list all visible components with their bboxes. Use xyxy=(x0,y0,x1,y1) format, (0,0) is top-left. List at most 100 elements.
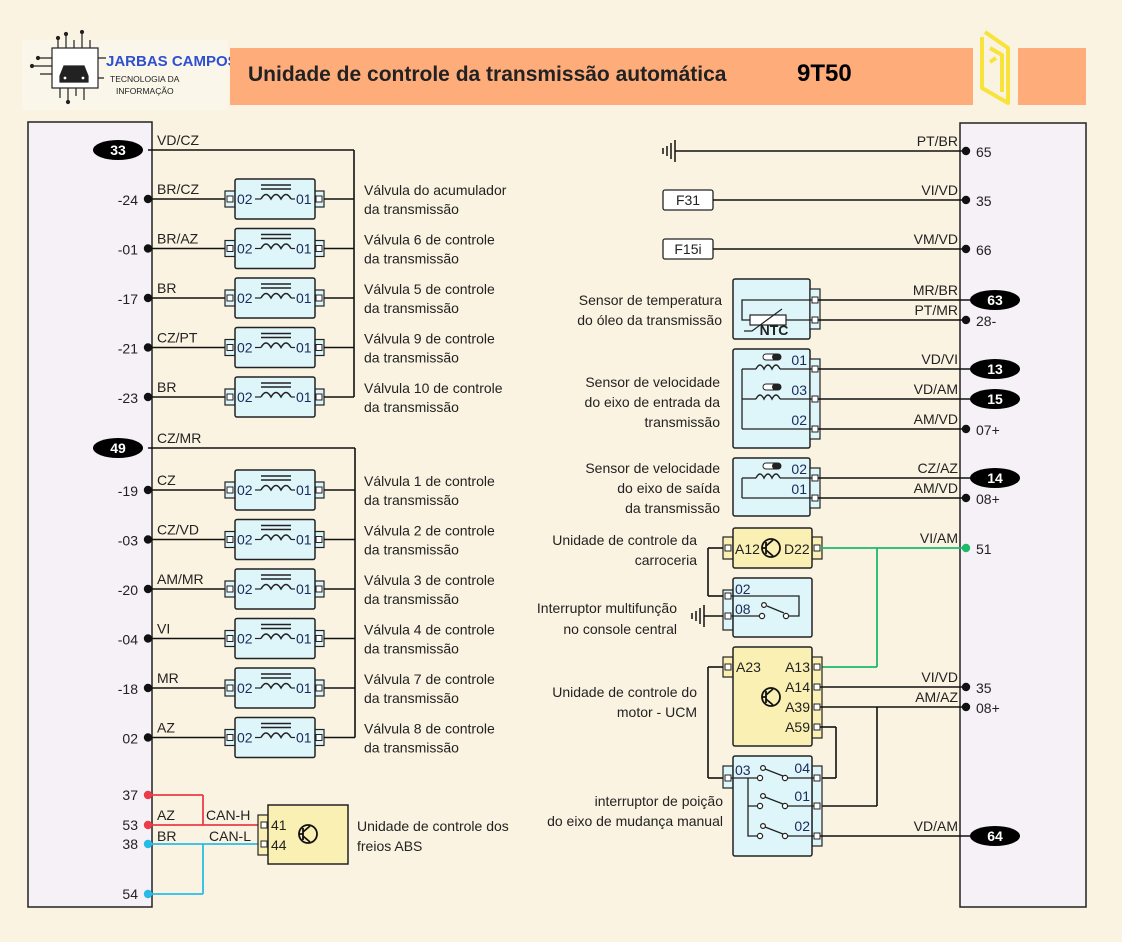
switch-lever-icon xyxy=(766,605,785,614)
core-lines xyxy=(261,382,291,388)
pin-square xyxy=(724,663,732,671)
ucm-pin-a23: A23 xyxy=(736,659,761,675)
connector-tab xyxy=(809,288,821,330)
abs-label: Unidade de controle dos xyxy=(357,818,509,834)
abs-pin-44: 44 xyxy=(271,837,287,853)
valve-label-2: da transmissão xyxy=(364,399,459,415)
ecu-pin-number: 35 xyxy=(976,193,992,209)
supply-wire-label: CZ/MR xyxy=(157,430,201,446)
coil-icon xyxy=(260,484,292,492)
bcm-pin-a12: A12 xyxy=(735,541,760,557)
switch-pin-label: 02 xyxy=(794,818,810,834)
valve-label-2: da transmissão xyxy=(364,300,459,316)
switch-pin-label: 01 xyxy=(794,788,810,804)
wire-color-label: VI/AM xyxy=(920,530,958,546)
sensor-label: Sensor de velocidade xyxy=(585,374,720,390)
ucm-body xyxy=(732,646,813,747)
valve-label: Válvula 9 de controle xyxy=(364,331,495,347)
valve-pin-01: 01 xyxy=(296,290,312,306)
can-pin-number: 38 xyxy=(122,836,138,852)
sensor-label-2: do eixo de saída xyxy=(617,480,720,496)
valve-label: Válvula 7 de controle xyxy=(364,671,495,687)
core-lines xyxy=(261,673,291,679)
pin-square xyxy=(813,802,821,810)
pin-oval-label: 49 xyxy=(110,440,126,456)
pin-square xyxy=(811,296,819,304)
valve-label: Válvula 4 de controle xyxy=(364,622,495,638)
coil-icon xyxy=(755,364,781,371)
switch-label-2: do eixo de mudança manual xyxy=(547,813,723,829)
connector-tab xyxy=(809,467,821,509)
ucm-pin-label: A39 xyxy=(785,699,810,715)
can-h-color: AZ xyxy=(157,807,175,823)
can-l-color: BR xyxy=(157,828,176,844)
pin-square xyxy=(315,486,323,494)
pin-square xyxy=(811,365,819,373)
pin-oval xyxy=(970,826,1020,846)
pin-square xyxy=(811,494,819,502)
ntc-label: NTC xyxy=(760,322,789,338)
coil-icon xyxy=(260,391,292,399)
wire-color-label: VI/VD xyxy=(921,669,958,685)
core-lines xyxy=(261,722,291,729)
ucm-label: Unidade de controle do xyxy=(552,684,697,700)
pin-dot xyxy=(961,244,971,254)
wire-color-label: MR xyxy=(157,670,179,686)
switch-lever-icon xyxy=(764,796,784,805)
ecu-pin-number: 35 xyxy=(976,680,992,696)
pin-square xyxy=(260,840,268,848)
valve-label: Válvula 3 de controle xyxy=(364,572,495,588)
valve-body xyxy=(234,376,316,418)
ucm-pin-label: A14 xyxy=(785,679,810,695)
pin-square xyxy=(315,195,323,203)
wire-color-label: AZ xyxy=(157,720,175,736)
ecu-pin-number: 02 xyxy=(122,731,138,747)
pin-square xyxy=(315,245,323,252)
pin-dot xyxy=(961,682,971,692)
valve-body xyxy=(234,227,316,270)
core-lines xyxy=(261,184,291,190)
abs-label-2: freios ABS xyxy=(357,838,422,854)
pin-square xyxy=(813,663,821,671)
valve-label-2: da transmissão xyxy=(364,591,459,607)
ecu-pin-number: 28- xyxy=(976,313,997,329)
pin-square xyxy=(226,635,234,642)
pin-square xyxy=(315,344,323,351)
core-lines xyxy=(261,524,291,531)
valve-pin-02: 02 xyxy=(237,631,253,647)
coil-icon xyxy=(260,732,292,740)
sensor-pin-label: 02 xyxy=(791,461,807,477)
pin-oval xyxy=(970,389,1020,409)
pin-square xyxy=(315,585,323,593)
valve-label-2: da transmissão xyxy=(364,740,459,756)
valve-body xyxy=(234,277,316,319)
sensor-label-2: do eixo de entrada da xyxy=(585,394,721,410)
can-l-label: CAN-L xyxy=(209,828,251,844)
pin-oval-label: 64 xyxy=(987,828,1003,844)
switch-contact xyxy=(756,832,764,840)
pin-square xyxy=(226,195,234,203)
pin-oval: 14 xyxy=(970,468,1020,488)
ecu-pin-number: 65 xyxy=(976,144,992,160)
pin-square xyxy=(315,294,323,302)
pin-oval: 63 xyxy=(970,290,1020,310)
switch-contact xyxy=(756,802,764,810)
pin-oval xyxy=(93,438,143,458)
pin-square xyxy=(260,821,268,829)
pin-square xyxy=(811,474,819,482)
logo-name: JARBAS CAMPOS xyxy=(106,53,238,70)
wire-color-label: BR/AZ xyxy=(157,231,199,247)
